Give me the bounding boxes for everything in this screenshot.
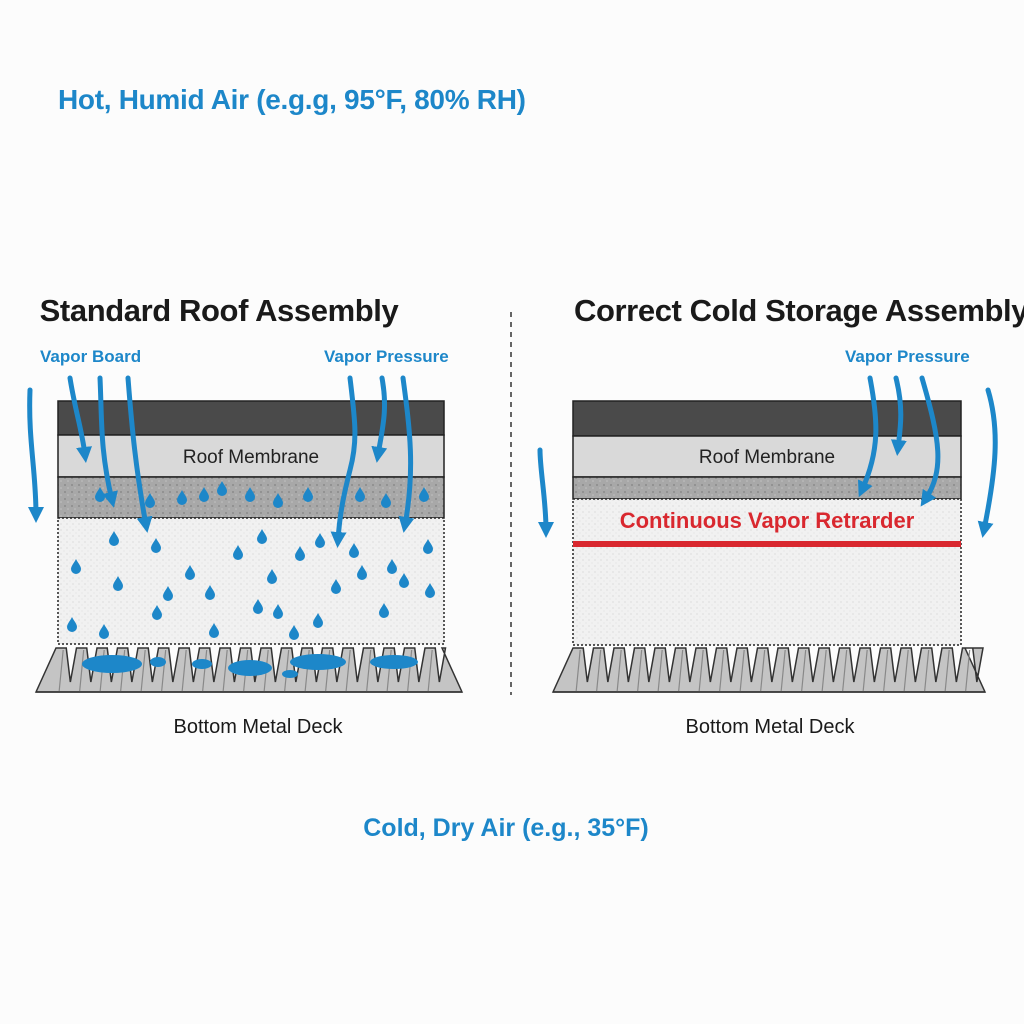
right-vapor-arrows <box>537 375 998 538</box>
water-droplet <box>419 487 429 502</box>
left-vapor-arrows <box>27 375 415 548</box>
water-droplet <box>387 559 397 574</box>
water-droplet <box>425 583 435 598</box>
water-droplet <box>315 533 325 548</box>
right-roof-membrane-label: Roof Membrane <box>698 447 836 468</box>
deck-rib <box>58 649 64 693</box>
cold-storage-assembly-title: Correct Cold Storage Assembly <box>574 293 1024 328</box>
water-droplet <box>163 586 173 601</box>
water-droplet <box>273 493 283 508</box>
deck-rib <box>365 649 372 693</box>
deck-rib <box>160 649 167 693</box>
water-droplet <box>379 603 389 618</box>
water-droplet <box>303 487 313 502</box>
vapor-retarder-line <box>573 541 961 547</box>
vapor-retarder-label: Continuous Vapor Retrarder <box>619 508 915 533</box>
water-droplet <box>245 487 255 502</box>
vapor-board-label: Vapor Board <box>40 347 142 366</box>
water-droplet <box>205 585 215 600</box>
deck-rib <box>759 649 766 693</box>
cold-dry-air-label: Cold, Dry Air (e.g., 35°F) <box>363 814 649 842</box>
water-droplet <box>99 624 109 639</box>
deck-rib <box>862 649 868 693</box>
left-assembly <box>27 375 464 693</box>
water-droplet <box>295 546 305 561</box>
water-droplet <box>289 625 299 640</box>
water-droplet <box>331 579 341 594</box>
deck-rib <box>657 649 663 693</box>
left-roof-membrane-label: Roof Membrane <box>182 447 320 468</box>
deck-rib <box>201 649 208 693</box>
water-droplet <box>109 531 119 546</box>
water-droplet <box>381 493 391 508</box>
water-droplet <box>185 565 195 580</box>
water-droplet <box>233 545 243 560</box>
water-droplet <box>152 605 162 620</box>
left-top-layer <box>57 400 445 436</box>
water-droplet <box>113 576 123 591</box>
water-droplet <box>273 604 283 619</box>
deck-rib <box>140 649 146 693</box>
deck-rib <box>78 649 85 693</box>
right-metal-deck <box>551 647 987 693</box>
deck-rib <box>882 649 889 693</box>
deck-rib <box>821 649 827 693</box>
deck-rib <box>698 649 704 693</box>
deck-rib <box>427 649 433 693</box>
water-droplet <box>267 569 277 584</box>
water-droplets <box>67 481 435 640</box>
water-droplet <box>257 529 267 544</box>
deck-rib <box>944 649 950 693</box>
hot-humid-air-label: Hot, Humid Air (e.g.g, 95°F, 80% RH) <box>58 84 526 115</box>
right-gravel-layer <box>572 476 962 500</box>
water-droplet <box>313 613 323 629</box>
water-droplet <box>209 623 219 638</box>
deck-rib <box>923 649 930 693</box>
water-droplet <box>67 617 77 632</box>
deck-rib <box>903 649 909 693</box>
left-vapor-pressure-label: Vapor Pressure <box>324 347 449 366</box>
water-droplet <box>349 543 359 558</box>
deck-rib <box>718 649 725 693</box>
left-deck-label: Bottom Metal Deck <box>173 716 343 738</box>
right-insulation-layer <box>572 498 962 646</box>
right-deck-label: Bottom Metal Deck <box>685 716 855 738</box>
deck-rib <box>575 649 581 693</box>
deck-rib <box>181 649 187 693</box>
deck-rib <box>739 649 745 693</box>
deck-rib <box>677 649 684 693</box>
water-droplet <box>177 490 187 505</box>
right-assembly <box>537 375 998 693</box>
water-droplet <box>145 493 155 508</box>
water-droplet <box>151 538 161 553</box>
water-droplet <box>357 565 367 580</box>
deck-rib <box>406 649 413 693</box>
deck-rib <box>780 649 786 693</box>
deck-rib <box>616 649 622 693</box>
deck-rib <box>800 649 807 693</box>
deck-rib <box>636 649 643 693</box>
right-vapor-pressure-label: Vapor Pressure <box>845 347 970 366</box>
deck-rib <box>595 649 602 693</box>
deck-rib <box>964 649 971 693</box>
condensation-puddles <box>82 654 418 678</box>
deck-rib <box>345 649 351 693</box>
left-insulation-layer <box>57 517 445 645</box>
water-droplet <box>355 487 365 502</box>
water-droplet <box>199 487 209 502</box>
water-droplet <box>399 573 409 588</box>
deck-rib <box>222 649 228 693</box>
water-droplet <box>217 481 227 496</box>
water-droplet <box>71 559 81 574</box>
water-droplet <box>423 539 433 554</box>
water-droplet <box>253 599 263 614</box>
standard-assembly-title: Standard Roof Assembly <box>39 293 399 328</box>
deck-rib <box>841 649 848 693</box>
